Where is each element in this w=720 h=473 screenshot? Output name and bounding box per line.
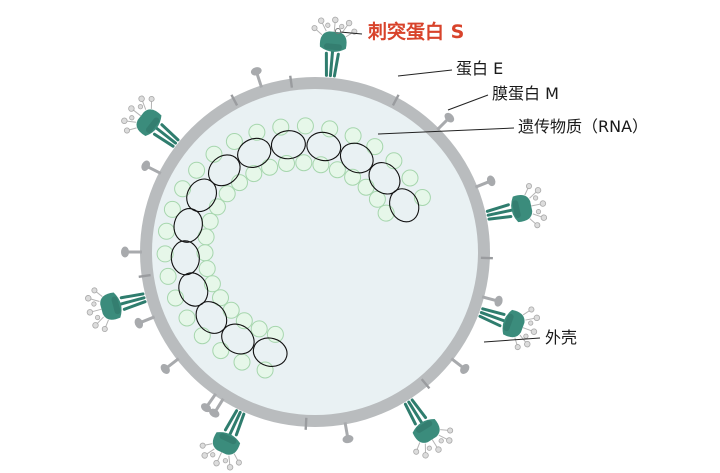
rna-bead	[261, 158, 279, 176]
rna-bead	[248, 123, 266, 141]
rna-strand-loop	[170, 240, 200, 276]
rna-bead	[344, 168, 362, 186]
rna-bead	[245, 165, 263, 183]
rna-bead	[218, 185, 236, 203]
rna-bead	[205, 145, 223, 163]
envelope-protein-label: 蛋白 E	[456, 59, 504, 78]
rna-bead	[158, 222, 175, 240]
rna-bead	[385, 152, 403, 170]
rna-bead	[278, 155, 295, 172]
rna-bead	[167, 289, 184, 307]
rna-bead	[366, 138, 384, 156]
rna-strand-loop	[186, 178, 218, 213]
rna-strand-loop	[252, 337, 288, 367]
rna-strand-loop	[270, 130, 306, 160]
rna-bead	[178, 309, 196, 327]
rna-label: 遗传物质（RNA）	[518, 117, 649, 136]
rna-bead	[377, 204, 395, 222]
leader-lines	[339, 31, 541, 343]
spike-protein-label: 刺突蛋白 S	[368, 21, 465, 43]
rna-bead	[225, 133, 243, 150]
rna-bead	[156, 245, 174, 263]
rna-bead	[203, 275, 221, 293]
shell-label: 外壳	[545, 328, 578, 347]
rna-bead	[231, 174, 248, 192]
rna-bead	[193, 327, 211, 345]
rna-bead	[233, 353, 251, 371]
rna-strand-loop	[237, 137, 272, 168]
rna-bead	[295, 154, 313, 172]
rna-strand-loop	[339, 142, 374, 174]
rna-bead	[321, 120, 339, 138]
rna-bead	[357, 178, 375, 196]
rna-bead	[212, 289, 229, 307]
rna-bead	[174, 180, 192, 198]
rna-bead	[413, 189, 431, 206]
rna-bead	[188, 161, 206, 179]
rna-bead	[296, 117, 314, 135]
rna-bead	[250, 320, 268, 338]
rna-strand-loop	[195, 301, 228, 334]
rna-bead	[163, 200, 181, 218]
rna-bead	[328, 161, 346, 179]
rna-bead	[266, 325, 284, 343]
rna-bead	[212, 342, 230, 360]
rna-bead	[208, 198, 226, 216]
rna-strand-loop	[368, 162, 401, 195]
rna-bead	[159, 267, 177, 285]
rna-bead	[201, 212, 219, 230]
rna-bead	[312, 156, 330, 174]
rna-strand-loop	[221, 323, 255, 355]
rna-bead	[401, 169, 419, 187]
membrane-protein-label: 膜蛋白 M	[492, 84, 559, 103]
rna-bead	[256, 361, 274, 379]
rna-strand-loop	[306, 131, 342, 162]
rna-bead	[198, 260, 216, 278]
rna-strand-loop	[173, 207, 203, 243]
rna-bead	[344, 127, 362, 145]
rna-genome	[156, 117, 431, 379]
